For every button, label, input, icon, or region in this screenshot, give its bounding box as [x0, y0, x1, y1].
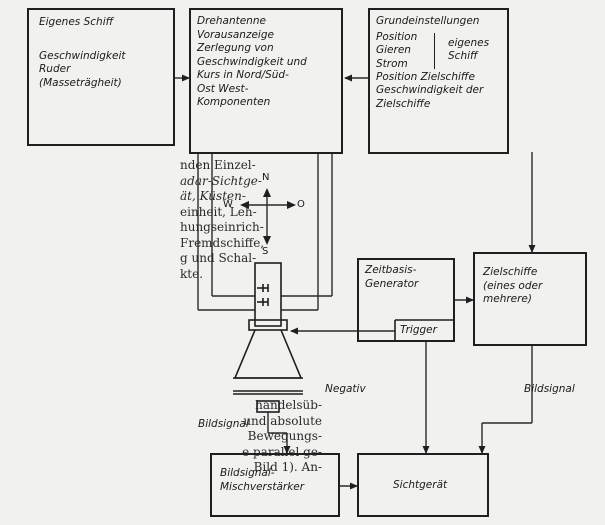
box-line: (eines oder [483, 279, 543, 292]
box-line: Geschwindigkeit [39, 49, 126, 62]
bildsignal-right-label: Bildsignal [524, 383, 575, 395]
compass-s: S [262, 246, 269, 257]
box-title: Eigenes Schiff [39, 16, 114, 28]
box-line: eigenes [448, 36, 490, 49]
box-grundeinstellungen: Grundeinstellungen Position Gieren Strom… [368, 8, 509, 154]
compass-o: O [297, 199, 305, 210]
box-line: Schiff [448, 50, 478, 62]
trigger-label: Trigger [400, 324, 437, 336]
box-line: Bildsignal- [220, 467, 275, 479]
box-line: Generator [365, 277, 419, 290]
box-line: Gieren [376, 44, 411, 56]
box-line: Position [376, 30, 418, 43]
box-line: Komponenten [197, 96, 271, 108]
box-line: Vorausanzeige [197, 28, 274, 41]
box-line: Geschwindigkeit der [376, 84, 484, 96]
box-zeitbasis-generator: Zeitbasis- Generator [357, 258, 455, 342]
body-text-top: nden Einzel- adar-Sichtge- ät, Küsten- e… [180, 158, 322, 282]
body-text-line: ät, Küsten- [180, 189, 246, 203]
box-line: Ost West- [197, 82, 249, 95]
photo-cell [256, 400, 280, 413]
box-drehantenne: Drehantenne Vorausanzeige Zerlegung von … [189, 8, 343, 154]
box-line: Zerlegung von [197, 42, 274, 54]
body-text-line: nden Einzel- [180, 158, 256, 172]
box-line: Zielschiffe [483, 266, 538, 278]
body-text-line: Bild 1). An- [253, 460, 322, 474]
box-line: Position Zielschiffe [376, 70, 475, 83]
body-text-line: g und Schal- [180, 251, 257, 265]
box-line: Zielschiffe [376, 97, 431, 110]
box-sichtgeraet: Sichtgerät [357, 453, 489, 517]
body-text-line: und absolute [243, 413, 322, 428]
box-line: Sichtgerät [393, 479, 448, 491]
box-line: Strom [376, 57, 408, 70]
box-line: Drehantenne [197, 15, 266, 27]
compass-w: W [223, 199, 233, 210]
box-mischverstaerker: Bildsignal- Mischverstärker [210, 453, 340, 517]
box-line: Kurs in Nord/Süd- [197, 69, 289, 81]
box-line: Mischverstärker [220, 480, 305, 493]
box-line: (Masseträgheit) [39, 76, 122, 89]
body-text-line: kte. [180, 266, 204, 281]
body-text-line: hungseinrich- [180, 220, 264, 234]
box-line: Zeitbasis- [365, 264, 417, 276]
box-line: Geschwindigkeit und [197, 55, 307, 68]
crt-tube [233, 262, 303, 379]
body-text-line: Bewegungs- [247, 429, 322, 443]
body-text-line: adar-Sichtge- [180, 173, 262, 188]
body-text-line: Fremdschiffe, [180, 235, 265, 250]
brace [434, 32, 436, 69]
bildsignal-left-label: Bildsignal [198, 418, 249, 430]
body-text-line: einheit, Leh- [180, 204, 257, 219]
box-line: mehrere) [483, 293, 532, 305]
compass-n: N [262, 172, 270, 183]
negativ-label: Negativ [325, 383, 366, 395]
box-zielschiffe: Zielschiffe (eines oder mehrere) [473, 252, 587, 346]
box-eigenes-schiff: Eigenes Schiff Geschwindigkeit Ruder (Ma… [27, 8, 175, 146]
box-line: Ruder [39, 63, 71, 75]
body-text-line: e parallel ge- [242, 444, 322, 459]
box-title: Grundeinstellungen [376, 15, 480, 27]
